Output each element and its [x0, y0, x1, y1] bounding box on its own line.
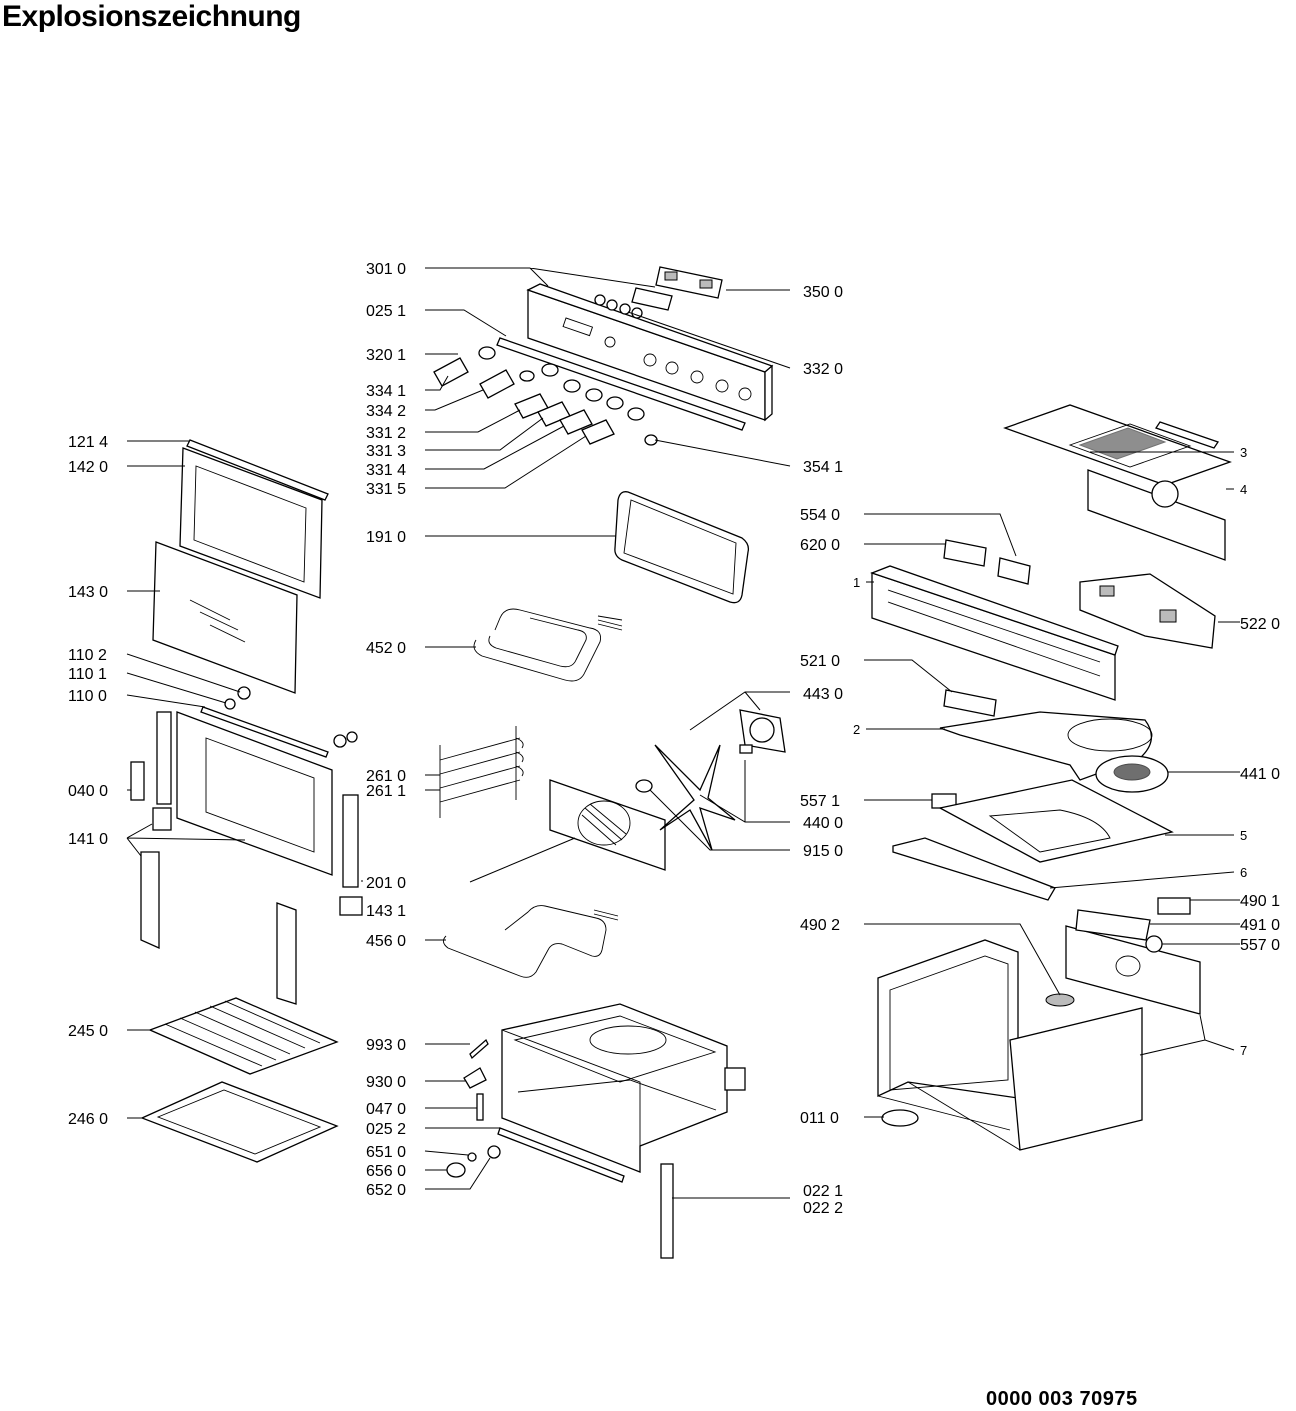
callout-110-2: 110 2	[68, 647, 107, 664]
door-side-strips	[140, 851, 297, 1005]
callout-191-0: 191 0	[366, 529, 406, 546]
leader-lines	[126, 267, 1240, 1199]
door-washers	[224, 686, 358, 748]
top-cover-assembly	[1003, 404, 1232, 561]
callout-331-3: 331 3	[366, 443, 406, 460]
control-panel-strip	[496, 337, 746, 431]
control-housing	[870, 565, 1119, 701]
baking-tray	[140, 1081, 339, 1163]
callout-141-0: 141 0	[68, 831, 108, 848]
callout-521-0: 521 0	[800, 653, 840, 670]
callout-201-0: 201 0	[366, 875, 406, 892]
bottom-heating-element	[443, 905, 619, 978]
callout-number-1: 1	[853, 575, 860, 590]
callout-490-1: 490 1	[1240, 893, 1280, 910]
callout-261-0: 261 0	[366, 768, 406, 785]
callout-number-2: 2	[853, 722, 860, 737]
callout-025-1: 025 1	[366, 303, 406, 320]
callout-440-0: 440 0	[803, 815, 843, 832]
door-outer-frame	[179, 439, 329, 599]
front-trim-plate	[892, 837, 1056, 901]
fan-motor	[739, 709, 786, 754]
callout-334-1: 334 1	[366, 383, 406, 400]
page-title: Explosionszeichnung	[2, 0, 301, 33]
callout-labels: 301 0 025 1 320 1 334 1 334 2 331 2 331 …	[68, 261, 1280, 1217]
oven-door-seal	[614, 491, 750, 604]
callout-022-1: 022 1	[803, 1183, 843, 1200]
callout-011-0: 011 0	[800, 1110, 839, 1127]
fan-wheel	[635, 744, 736, 851]
callout-993-0: 993 0	[366, 1037, 406, 1054]
oven-housing-frame	[877, 939, 1143, 1151]
cooling-fan	[1095, 755, 1169, 793]
callout-143-0: 143 0	[68, 584, 108, 601]
door-hinge	[339, 794, 363, 916]
callout-651-0: 651 0	[366, 1144, 406, 1161]
callout-331-4: 331 4	[366, 462, 406, 479]
callout-142-0: 142 0	[68, 459, 108, 476]
callout-246-0: 246 0	[68, 1111, 108, 1128]
callout-491-0: 491 0	[1240, 917, 1280, 934]
oven-cavity	[501, 1003, 746, 1173]
callout-334-2: 334 2	[366, 403, 406, 420]
callout-620-0: 620 0	[800, 537, 840, 554]
callout-441-0: 441 0	[1240, 766, 1280, 783]
callout-number-7: 7	[1240, 1043, 1247, 1058]
mounting-bracket	[943, 689, 997, 717]
callout-number-4: 4	[1240, 482, 1247, 497]
callout-332-0: 332 0	[803, 361, 843, 378]
callout-456-0: 456 0	[366, 933, 406, 950]
control-knobs	[433, 346, 658, 446]
callout-040-0: 040 0	[68, 783, 108, 800]
cooling-duct-plate	[939, 711, 1153, 781]
shelf-guides	[439, 726, 524, 818]
callout-261-1: 261 1	[366, 783, 406, 800]
electronic-board	[1079, 573, 1216, 649]
callout-522-0: 522 0	[1240, 616, 1280, 633]
callout-121-4: 121 4	[68, 434, 108, 451]
callout-652-0: 652 0	[366, 1182, 406, 1199]
callout-490-2: 490 2	[800, 917, 840, 934]
switch-module	[655, 266, 723, 299]
callout-557-0: 557 0	[1240, 937, 1280, 954]
callout-320-1: 320 1	[366, 347, 406, 364]
callout-047-0: 047 0	[366, 1101, 406, 1118]
callout-110-1: 110 1	[68, 666, 107, 683]
relay-modules	[943, 539, 1031, 585]
document-number: 0000 003 70975	[986, 1388, 1138, 1410]
callout-656-0: 656 0	[366, 1163, 406, 1180]
door-inner-frame	[130, 706, 333, 876]
callout-301-0: 301 0	[366, 261, 406, 278]
callout-331-5: 331 5	[366, 481, 406, 498]
fan-cover-plate	[549, 779, 666, 871]
control-panel	[526, 283, 774, 422]
callout-350-0: 350 0	[803, 284, 843, 301]
selector-bracket	[631, 287, 673, 311]
switch-buttons	[594, 294, 643, 319]
callout-025-2: 025 2	[366, 1121, 406, 1138]
callout-354-1: 354 1	[803, 459, 843, 476]
cavity-side-rail	[660, 1163, 674, 1259]
callout-554-0: 554 0	[800, 507, 840, 524]
callout-915-0: 915 0	[803, 843, 843, 860]
callout-110-0: 110 0	[68, 688, 107, 705]
wire-rack	[148, 997, 339, 1075]
rear-terminal-panel	[1065, 897, 1201, 1015]
callout-443-0: 443 0	[803, 686, 843, 703]
callout-number-3: 3	[1240, 445, 1247, 460]
callout-452-0: 452 0	[366, 640, 406, 657]
insulation-plate	[938, 779, 1174, 863]
callout-022-2: 022 2	[803, 1200, 843, 1217]
callout-143-1: 143 1	[366, 903, 406, 920]
grill-heating-element	[473, 608, 623, 682]
callout-930-0: 930 0	[366, 1074, 406, 1091]
door-glass	[152, 541, 298, 694]
callout-number-6: 6	[1240, 865, 1247, 880]
callout-557-1: 557 1	[800, 793, 840, 810]
cavity-front-strip	[497, 1127, 625, 1183]
callout-331-2: 331 2	[366, 425, 406, 442]
callout-245-0: 245 0	[68, 1023, 108, 1040]
callout-number-5: 5	[1240, 828, 1247, 843]
